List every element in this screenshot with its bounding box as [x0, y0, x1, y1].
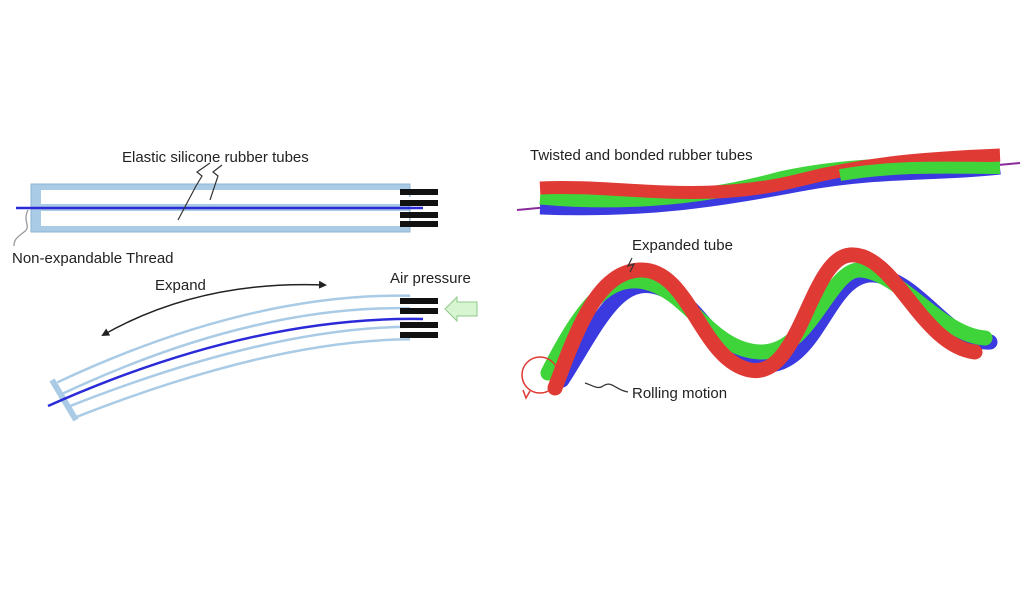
tubes-label: Elastic silicone rubber tubes [122, 149, 309, 166]
bent-actuator [47, 294, 438, 422]
twisted-label: Twisted and bonded rubber tubes [530, 147, 753, 164]
twisted-tubes [516, 148, 1021, 216]
air-pressure-label: Air pressure [390, 270, 471, 287]
expand-label: Expand [155, 277, 206, 294]
tube-connector [400, 298, 438, 338]
thread-label: Non-expandable Thread [12, 250, 174, 267]
expanded-label: Expanded tube [632, 237, 733, 254]
thread-line [47, 317, 424, 408]
expand-arrow [102, 280, 327, 336]
expanded-tubes [521, 247, 998, 400]
tube-connector [400, 189, 438, 227]
rolling-label: Rolling motion [632, 385, 727, 402]
straight-actuator [13, 162, 438, 247]
rolling-arrow-icon [521, 356, 559, 394]
air-pressure-arrow-icon [444, 295, 478, 323]
